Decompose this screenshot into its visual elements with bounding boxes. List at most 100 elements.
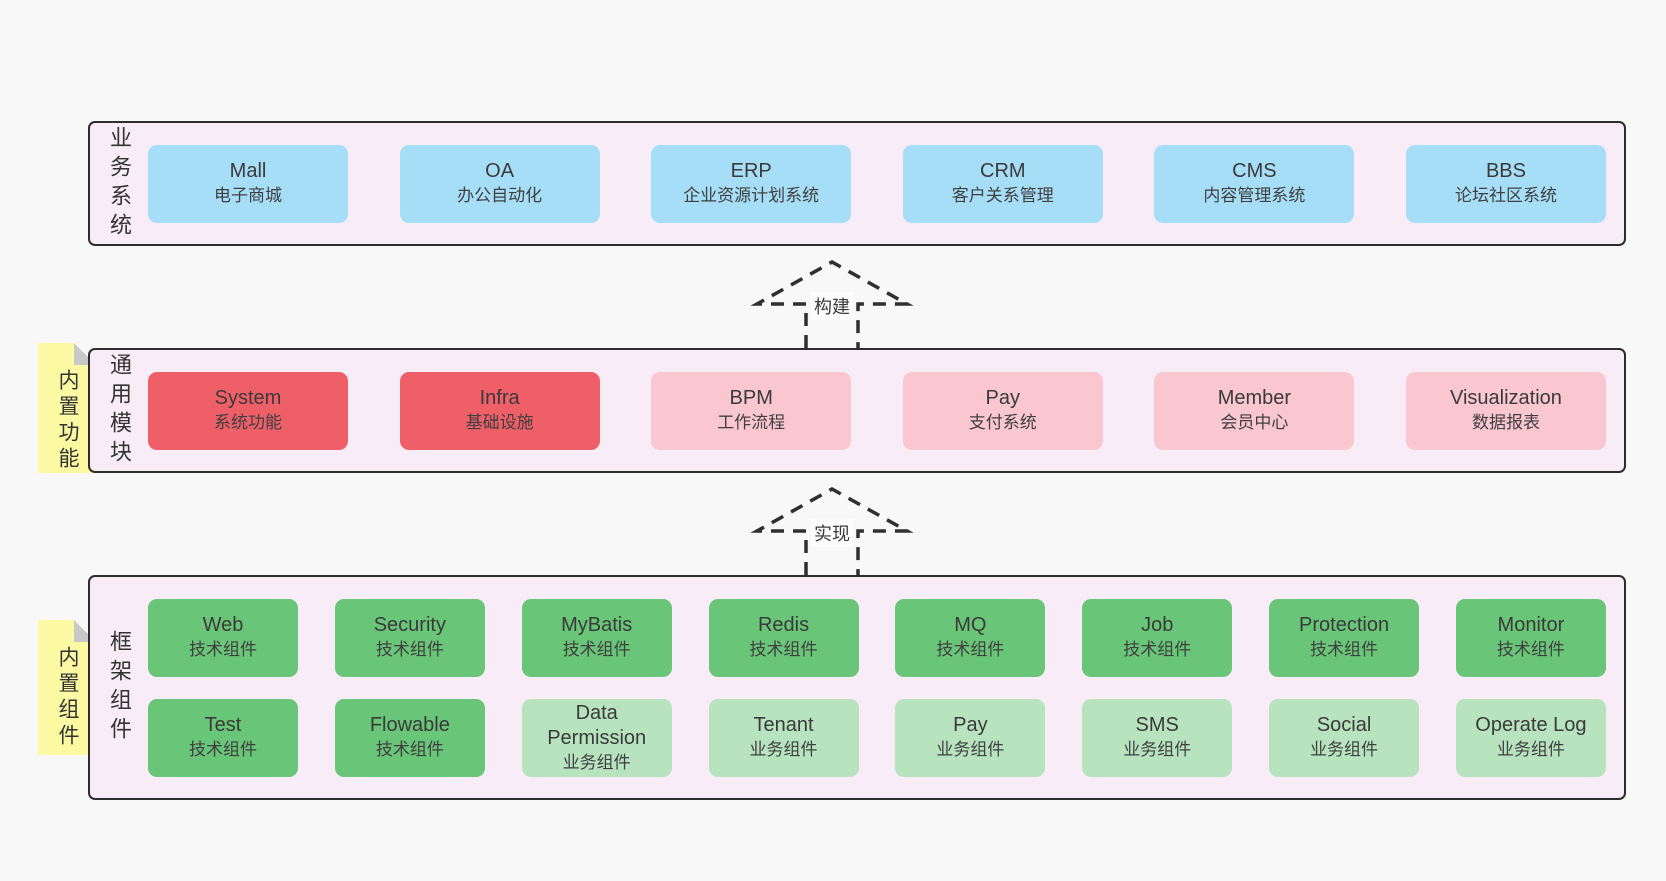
box-data-permission-name: Data Permission [547,701,647,749]
box-cms-desc: 内容管理系统 [1203,186,1306,205]
box-sms-name: SMS [1135,714,1179,736]
box-operate-log-desc: 业务组件 [1496,740,1565,759]
box-bbs-desc: 论坛社区系统 [1454,186,1557,205]
box-infra-name: Infra [479,387,520,409]
box-crm-name: CRM [980,160,1026,182]
box-tenant-desc: 业务组件 [749,740,818,759]
box-operate-log-name: Operate Log [1475,714,1587,736]
arrow-implement-label: 实现 [811,519,853,547]
layer-common-modules: 通用模块 System 系统功能 Infra 基础设施 BPM 工作流程 Pay… [88,348,1626,473]
box-job: Job 技术组件 [1082,598,1233,677]
box-visualization-name: Visualization [1450,387,1562,409]
arrow-build-label: 构建 [811,292,853,320]
box-sms-desc: 业务组件 [1123,740,1192,759]
box-redis-desc: 技术组件 [749,640,818,659]
layer-business-systems: 业务系统 Mall 电子商城 OA 办公自动化 ERP 企业资源计划系统 CRM… [88,121,1626,246]
box-bpm-name: BPM [729,387,773,409]
up-arrow-icon [750,259,914,348]
box-oa: OA 办公自动化 [399,144,600,223]
box-oa-name: OA [485,160,515,182]
box-flowable-name: Flowable [369,714,450,736]
box-bbs: BBS 论坛社区系统 [1405,144,1606,223]
box-flowable: Flowable 技术组件 [334,698,485,777]
box-redis-name: Redis [757,614,810,636]
box-bpm-desc: 工作流程 [717,413,786,432]
module-boxes: System 系统功能 Infra 基础设施 BPM 工作流程 Pay 支付系统… [148,350,1624,471]
tab-built-in-features-label: 内置功能 [56,369,79,473]
box-cms: CMS 内容管理系统 [1154,144,1355,223]
box-data-permission-desc: 业务组件 [562,752,631,772]
box-social: Social 业务组件 [1269,698,1420,777]
business-boxes: Mall 电子商城 OA 办公自动化 ERP 企业资源计划系统 CRM 客户关系… [148,123,1624,244]
box-protection: Protection 技术组件 [1269,598,1420,677]
box-mall-desc: 电子商城 [214,186,282,205]
box-flowable-desc: 技术组件 [375,740,444,759]
box-security: Security 技术组件 [334,598,485,677]
layer-components-label: 框架组件 [107,629,132,746]
box-member-desc: 会员中心 [1220,413,1289,432]
box-pay-module-name: Pay [985,387,1021,409]
box-web-desc: 技术组件 [189,640,257,659]
box-system-desc: 系统功能 [214,413,282,432]
box-monitor-name: Monitor [1497,614,1565,636]
layer-framework-components: 框架组件 Web 技术组件 Security 技术组件 MyBatis 技术组件… [88,575,1626,800]
tab-built-in-components-label: 内置组件 [56,646,79,750]
box-tenant: Tenant 业务组件 [708,698,859,777]
layer-modules-label: 通用模块 [107,352,132,469]
box-test-name: Test [204,714,242,736]
box-web-name: Web [202,614,244,636]
box-test: Test 技术组件 [148,698,298,777]
box-erp: ERP 企业资源计划系统 [651,144,852,223]
box-security-name: Security [373,614,446,636]
box-redis: Redis 技术组件 [708,598,859,677]
box-security-desc: 技术组件 [375,640,444,659]
box-protection-name: Protection [1299,614,1390,636]
box-mall-name: Mall [229,160,267,182]
box-system-name: System [214,387,282,409]
box-monitor: Monitor 技术组件 [1455,598,1606,677]
box-infra-desc: 基础设施 [465,413,534,432]
arrow-build: 构建 [747,256,917,348]
box-sms: SMS 业务组件 [1082,698,1233,777]
box-web: Web 技术组件 [148,598,298,677]
box-oa-desc: 办公自动化 [457,186,543,205]
box-mall: Mall 电子商城 [148,144,348,223]
box-cms-name: CMS [1232,160,1277,182]
box-crm: CRM 客户关系管理 [902,144,1103,223]
box-test-desc: 技术组件 [189,740,257,759]
box-member: Member 会员中心 [1154,371,1355,450]
box-social-desc: 业务组件 [1310,740,1379,759]
box-pay-module: Pay 支付系统 [902,371,1103,450]
box-mq: MQ 技术组件 [895,598,1046,677]
box-visualization-desc: 数据报表 [1471,413,1540,432]
box-visualization: Visualization 数据报表 [1405,371,1606,450]
tab-built-in-components: 内置组件 [38,620,96,755]
box-crm-desc: 客户关系管理 [951,186,1054,205]
box-social-name: Social [1316,714,1372,736]
box-mq-desc: 技术组件 [936,640,1005,659]
box-tenant-name: Tenant [753,714,814,736]
box-pay-component-desc: 业务组件 [936,740,1005,759]
tab-built-in-features: 内置功能 [38,343,96,473]
box-erp-desc: 企业资源计划系统 [683,186,820,205]
box-data-permission: Data Permission 业务组件 [521,698,672,777]
box-bpm: BPM 工作流程 [651,371,852,450]
box-pay-component-name: Pay [953,714,988,736]
box-infra: Infra 基础设施 [399,371,600,450]
box-job-name: Job [1141,614,1174,636]
up-arrow-icon [750,486,914,575]
box-erp-name: ERP [730,160,772,182]
box-job-desc: 技术组件 [1123,640,1192,659]
box-mybatis-name: MyBatis [561,614,633,636]
box-mybatis-desc: 技术组件 [562,640,631,659]
component-boxes: Web 技术组件 Security 技术组件 MyBatis 技术组件 Redi… [148,577,1624,798]
arrow-implement: 实现 [747,483,917,575]
box-monitor-desc: 技术组件 [1496,640,1565,659]
box-operate-log: Operate Log 业务组件 [1455,698,1606,777]
box-pay-module-desc: 支付系统 [968,413,1037,432]
box-pay-component: Pay 业务组件 [895,698,1046,777]
box-bbs-name: BBS [1485,160,1526,182]
box-protection-desc: 技术组件 [1310,640,1379,659]
layer-business-label: 业务系统 [107,125,132,242]
